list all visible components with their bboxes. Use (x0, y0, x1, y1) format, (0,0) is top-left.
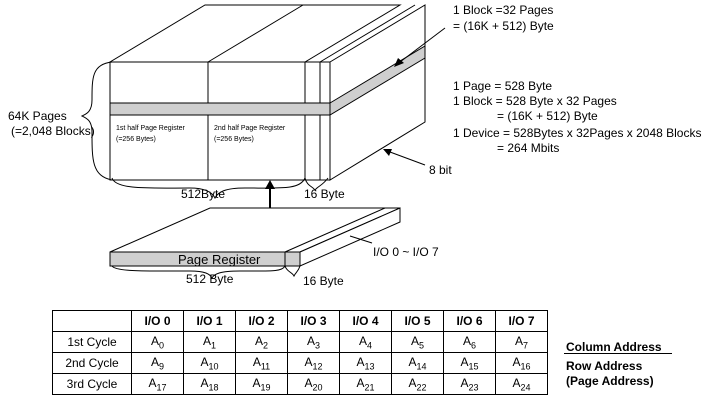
address-cell: A7 (495, 331, 548, 353)
address-cell: A6 (443, 331, 496, 353)
block-info-line1: 1 Block =32 Pages (453, 3, 553, 17)
io-header: I/O 4 (339, 310, 392, 332)
address-cell: A5 (391, 331, 444, 353)
second-half-label: 2nd half Page Register (214, 125, 286, 132)
address-cycle-table: I/O 0 I/O 1 I/O 2 I/O 3 I/O 4 I/O 5 I/O … (52, 310, 548, 395)
address-cell: A20 (287, 373, 340, 395)
address-cell: A16 (495, 352, 548, 374)
block-pointer-arrowhead (394, 58, 404, 67)
register-spare-brace (284, 265, 301, 278)
cycle-label: 3rd Cycle (52, 373, 132, 395)
register-width-label: 512 Byte (186, 272, 234, 286)
address-cell: A11 (235, 352, 288, 374)
bit-label: 8 bit (429, 163, 452, 177)
address-cell: A10 (183, 352, 236, 374)
address-cell: A21 (339, 373, 392, 395)
io-header: I/O 1 (183, 310, 236, 332)
spare-brace (304, 177, 329, 191)
register-spare-label: 16 Byte (303, 274, 344, 288)
first-half-label: 1st half Page Register (116, 125, 186, 132)
address-cell: A15 (443, 352, 496, 374)
column-address-underline (564, 353, 672, 354)
io-header: I/O 3 (287, 310, 340, 332)
io-header: I/O 2 (235, 310, 288, 332)
register-front-face (109, 251, 301, 267)
table-corner-cell (52, 310, 132, 332)
table-row: 3rd Cycle A17 A18 A19 A20 A21 A22 A23 A2… (52, 373, 548, 395)
address-cell: A4 (339, 331, 392, 353)
column-address-label: Column Address (566, 340, 662, 354)
table-row: 2nd Cycle A9 A10 A11 A12 A13 A14 A15 A16 (52, 352, 548, 374)
io-header: I/O 6 (443, 310, 496, 332)
table-header-row: I/O 0 I/O 1 I/O 2 I/O 3 I/O 4 I/O 5 I/O … (52, 310, 548, 332)
register-top-divider (284, 207, 386, 253)
address-cell: A9 (131, 352, 184, 374)
address-cell: A14 (391, 352, 444, 374)
spec-line1: 1 Page = 528 Byte (453, 79, 552, 93)
cube-width-label: 512Byte (181, 187, 225, 201)
cube-spare-label: 16 Byte (304, 187, 345, 201)
page-strip-front (109, 102, 331, 116)
address-cell: A22 (391, 373, 444, 395)
address-cell: A18 (183, 373, 236, 395)
address-cell: A23 (443, 373, 496, 395)
address-cell: A3 (287, 331, 340, 353)
cycle-label: 2nd Cycle (52, 352, 132, 374)
cube-top-spare-divider (319, 4, 416, 63)
cube-front-face (109, 61, 331, 181)
address-cell: A1 (183, 331, 236, 353)
spec-line3: = (16K + 512) Byte (497, 109, 598, 123)
register-title: Page Register (178, 252, 261, 267)
spec-line4: 1 Device = 528Bytes x 32Pages x 2048 Blo… (453, 126, 701, 140)
table-row: 1st Cycle A0 A1 A2 A3 A4 A5 A6 A7 (52, 331, 548, 353)
io-header: I/O 0 (131, 310, 184, 332)
io-header: I/O 5 (391, 310, 444, 332)
row-address-label: Row Address (566, 359, 643, 373)
cube-top-divider (207, 4, 304, 63)
address-cell: A17 (131, 373, 184, 395)
io-header: I/O 7 (495, 310, 548, 332)
block-info-line2: = (16K + 512) Byte (453, 19, 554, 33)
register-bytes-brace (111, 265, 286, 280)
address-cell: A24 (495, 373, 548, 395)
pages-brace (80, 61, 113, 181)
bit-pointer-line (389, 151, 426, 166)
address-cell: A0 (131, 331, 184, 353)
address-cell: A13 (339, 352, 392, 374)
block-pointer-line (399, 27, 446, 63)
address-cell: A2 (235, 331, 288, 353)
io-range-label: I/O 0 ~ I/O 7 (373, 245, 439, 259)
page-address-label: (Page Address) (566, 374, 654, 388)
cycle-label: 1st Cycle (52, 331, 132, 353)
pages-label: 64K Pages (8, 109, 67, 123)
second-half-bytes: (=256 Bytes) (214, 136, 254, 143)
address-cell: A12 (287, 352, 340, 374)
transfer-arrow-up (265, 180, 275, 189)
io-pointer-line (349, 235, 373, 244)
address-cell: A19 (235, 373, 288, 395)
spec-line5: = 264 Mbits (497, 141, 559, 155)
spec-line2: 1 Block = 528 Byte x 32 Pages (453, 94, 617, 108)
blocks-label: (=2,048 Blocks) (11, 124, 95, 138)
bit-pointer-arrowhead (383, 149, 392, 156)
first-half-bytes: (=256 Bytes) (116, 136, 156, 143)
